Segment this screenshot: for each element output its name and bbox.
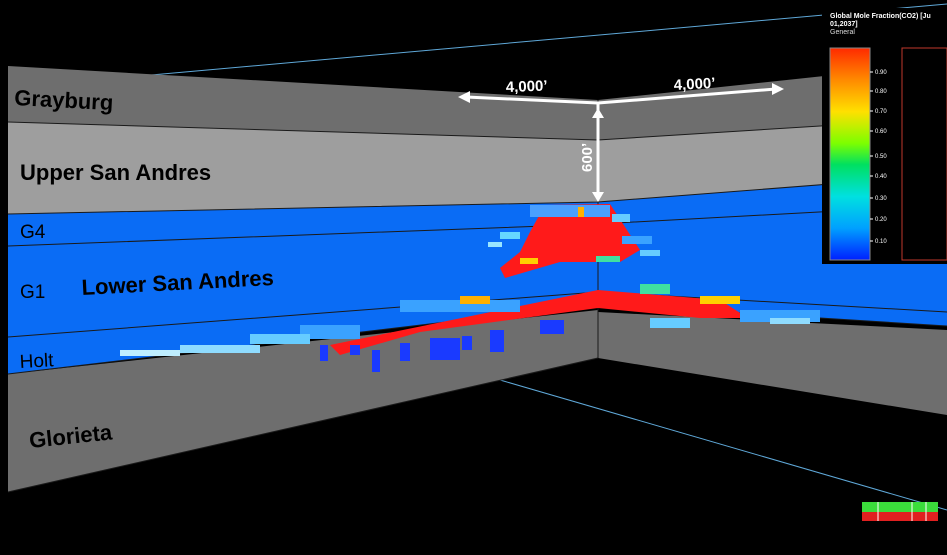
legend-subtitle: General bbox=[830, 29, 855, 36]
layer-grayburg bbox=[8, 66, 598, 140]
legend-tick-label: 0.70 bbox=[875, 109, 887, 115]
label-g1: G1 bbox=[20, 282, 45, 303]
glorieta-right-face bbox=[598, 312, 947, 415]
dimension-label-right: 4,000’ bbox=[673, 75, 716, 94]
legend-tick-label: 0.40 bbox=[875, 174, 887, 180]
legend-title-line2: 01,2037] bbox=[830, 21, 858, 28]
label-grayburg: Grayburg bbox=[14, 85, 114, 115]
dimension-label-vertical: 600’ bbox=[579, 143, 596, 172]
arrowhead-left bbox=[458, 91, 470, 103]
arrowhead-right bbox=[772, 83, 784, 95]
orientation-axes-icon[interactable] bbox=[862, 502, 938, 521]
label-holt: Holt bbox=[19, 350, 55, 373]
legend-ticks bbox=[870, 71, 873, 242]
legend-tick-label: 0.10 bbox=[875, 239, 887, 245]
legend-title-line1: Global Mole Fraction(CO2) [Ju bbox=[830, 13, 931, 20]
color-legend[interactable]: Global Mole Fraction(CO2) [Ju 01,2037] G… bbox=[822, 8, 947, 264]
layer-san-andres-blue bbox=[8, 202, 598, 374]
arrowhead-bottom bbox=[592, 192, 604, 202]
arrowhead-top bbox=[592, 108, 604, 118]
legend-preview-box bbox=[901, 47, 947, 261]
co2-plume bbox=[120, 204, 820, 372]
legend-tick-label: 0.60 bbox=[875, 129, 887, 135]
layer-upper-san-andres bbox=[8, 122, 598, 214]
label-upper-san-andres: Upper San Andres bbox=[20, 160, 211, 185]
legend-tick-label: 0.50 bbox=[875, 154, 887, 160]
dimension-label-left: 4,000’ bbox=[506, 78, 548, 96]
dimension-arrows bbox=[465, 87, 777, 198]
label-g4: G4 bbox=[20, 222, 46, 243]
bounding-box-line bbox=[139, 3, 947, 77]
legend-tick-label: 0.30 bbox=[875, 196, 887, 202]
legend-tick-label: 0.90 bbox=[875, 70, 887, 76]
bounding-box-line bbox=[499, 379, 947, 511]
legend-tick-label: 0.20 bbox=[875, 217, 887, 223]
legend-tick-label: 0.80 bbox=[875, 89, 887, 95]
legend-color-bar bbox=[829, 47, 871, 261]
